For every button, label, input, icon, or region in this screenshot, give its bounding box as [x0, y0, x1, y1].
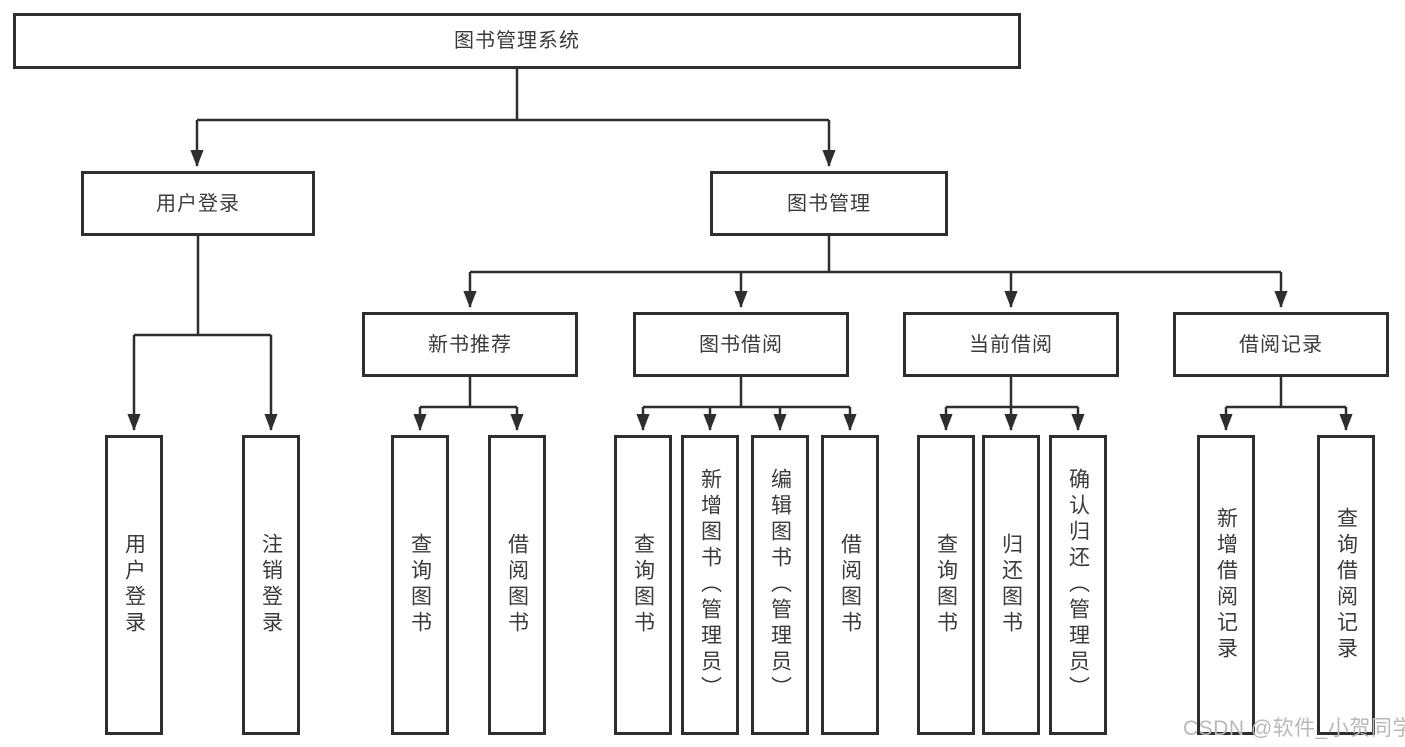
- node-book-borrowing: 图书借阅: [633, 312, 849, 377]
- node-borrow-records: 借阅记录: [1173, 312, 1389, 377]
- leaf-current-confirm-return-admin: 确认归还（管理员）: [1049, 435, 1107, 735]
- connector-current-borrow-children: [939, 377, 1085, 431]
- leaf-logout: 注销登录: [242, 435, 300, 735]
- node-root-system: 图书管理系统: [13, 13, 1021, 69]
- connector-new-books-children: [413, 377, 524, 431]
- leaf-user-login: 用户登录: [105, 435, 163, 735]
- connector-book-mgmt-to-level3: [463, 236, 1288, 308]
- connector-borrow-records-children: [1219, 377, 1353, 431]
- node-current-borrow: 当前借阅: [903, 312, 1119, 377]
- connector-user-login-children: [127, 236, 278, 431]
- csdn-watermark: CSDN @软件_小贺同学: [1183, 717, 1405, 740]
- leaf-borrowing-query-books: 查询图书: [614, 435, 672, 735]
- leaf-current-query-books: 查询图书: [917, 435, 975, 735]
- leaf-newbooks-query-books: 查询图书: [391, 435, 449, 735]
- leaf-borrowing-edit-books-admin: 编辑图书（管理员）: [751, 435, 809, 735]
- leaf-records-query-record: 查询借阅记录: [1317, 435, 1375, 735]
- connector-borrowing-children: [636, 377, 857, 431]
- leaf-borrowing-borrow-books: 借阅图书: [821, 435, 879, 735]
- node-book-management: 图书管理: [710, 171, 948, 236]
- node-user-login: 用户登录: [81, 171, 315, 236]
- leaf-records-add-record: 新增借阅记录: [1197, 435, 1255, 735]
- connector-root-to-level2: [190, 69, 836, 167]
- leaf-borrowing-add-books-admin: 新增图书（管理员）: [681, 435, 739, 735]
- leaf-newbooks-borrow-books: 借阅图书: [488, 435, 546, 735]
- node-new-book-recommend: 新书推荐: [362, 312, 578, 377]
- leaf-current-return-books: 归还图书: [982, 435, 1040, 735]
